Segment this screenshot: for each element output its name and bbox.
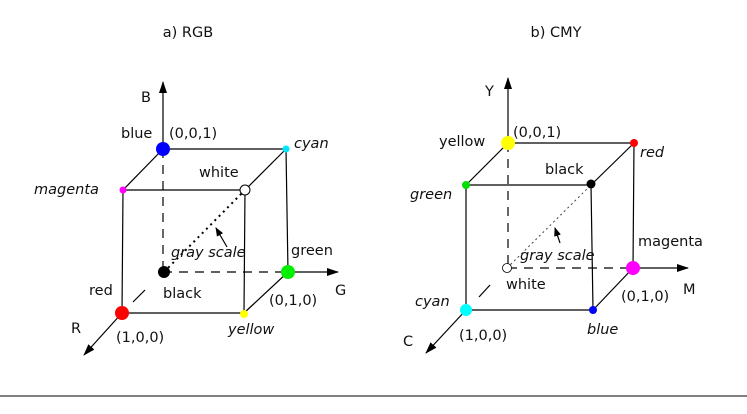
r-axis: [83, 312, 123, 356]
label-blue: blue: [587, 322, 618, 338]
vertex-red: [115, 306, 129, 320]
cmy-title: b) CMY: [531, 25, 582, 41]
coord-green: (0,1,0): [269, 293, 317, 309]
m-axis-label: M: [683, 282, 696, 298]
label-green: green: [410, 187, 452, 203]
vertex-yellow: [501, 136, 515, 150]
vertex-blue: [589, 306, 597, 314]
label-red: red: [640, 145, 665, 161]
rgb-cube: a) RGB B G R blue (: [34, 25, 346, 356]
label-blue: blue: [121, 126, 152, 142]
r-axis-label: R: [71, 321, 81, 337]
label-black: black: [163, 286, 202, 302]
gray-scale-pointer-arrow: [554, 227, 561, 244]
rgb-title: a) RGB: [163, 25, 213, 41]
label-white: white: [199, 165, 239, 181]
vertex-black: [586, 179, 596, 189]
b-axis-label: B: [141, 90, 151, 106]
coord-magenta: (0,1,0): [621, 289, 669, 305]
vertex-magenta: [626, 261, 640, 275]
label-magenta: magenta: [34, 182, 99, 198]
label-magenta: magenta: [638, 234, 703, 250]
vertex-magenta: [119, 186, 127, 194]
coord-yellow: (0,0,1): [513, 125, 561, 141]
vertex-cyan: [460, 304, 472, 316]
coord-red: (1,0,0): [116, 330, 164, 346]
vertex-red: [630, 139, 638, 147]
cmy-cube: b) CMY Y M C (0,0,1): [403, 25, 703, 354]
label-red: red: [89, 283, 113, 299]
vertex-white: [239, 184, 251, 196]
gray-scale-pointer-arrow: [215, 227, 228, 248]
vertex-green: [281, 265, 295, 279]
label-gray-scale: gray scale: [520, 248, 595, 264]
vertex-black: [158, 266, 170, 278]
label-cyan: cyan: [294, 136, 329, 152]
cmy-cube-edges: [465, 142, 635, 311]
c-axis-label: C: [403, 334, 413, 350]
label-yellow: yellow: [227, 322, 274, 338]
coord-blue: (0,0,1): [169, 126, 217, 142]
coord-cyan: (1,0,0): [459, 328, 507, 344]
label-black: black: [545, 162, 584, 178]
c-axis: [425, 309, 467, 354]
y-axis-label: Y: [484, 84, 494, 100]
label-green: green: [291, 243, 333, 259]
vertex-blue: [156, 142, 170, 156]
rgb-cube-edges: [121, 148, 289, 314]
g-axis-label: G: [335, 283, 346, 299]
vertex-green: [462, 181, 470, 189]
vertex-white: [502, 263, 512, 273]
label-yellow: yellow: [439, 134, 485, 150]
vertex-cyan: [282, 145, 290, 153]
label-white: white: [506, 277, 546, 293]
label-cyan: cyan: [415, 294, 450, 310]
vertex-yellow: [240, 310, 248, 318]
gray-scale-diagonal: [163, 189, 246, 273]
label-gray-scale: gray scale: [171, 245, 246, 261]
